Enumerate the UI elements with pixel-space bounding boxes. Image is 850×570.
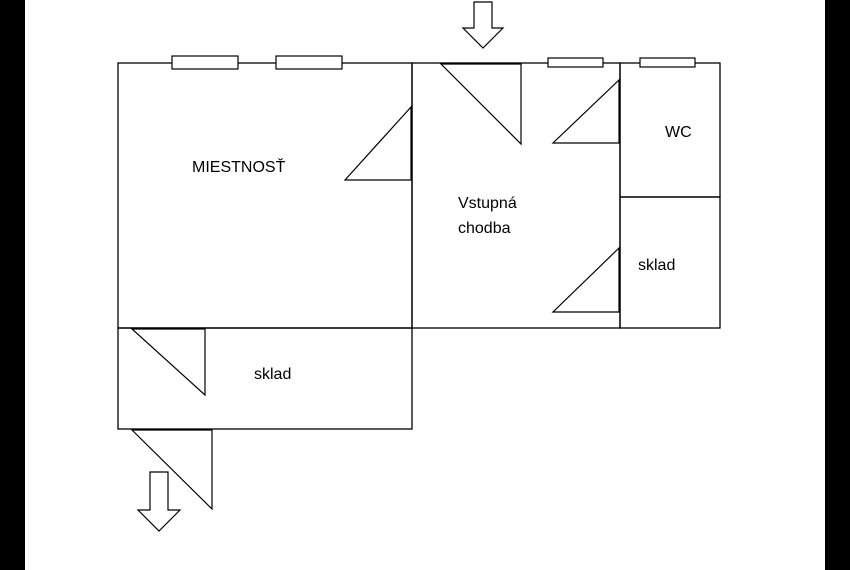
door-swing-icon: [343, 105, 412, 181]
wall-miestnost: [117, 62, 413, 329]
floor-plan-canvas: MIESTNOSŤ Vstupná chodba WC sklad sklad: [25, 0, 825, 570]
window-icon: [171, 55, 239, 70]
doors: [130, 63, 620, 511]
door-swing-icon: [130, 328, 206, 397]
door-swing-icon: [130, 429, 213, 511]
entrance-down-arrow-icon: [461, 1, 505, 49]
door-swing-icon: [439, 63, 522, 146]
door-swing-icon: [551, 246, 620, 313]
room-label-sklad-bottom: sklad: [254, 366, 292, 383]
room-label-wc: WC: [665, 124, 692, 141]
exit-down-arrow-icon: [136, 471, 182, 532]
room-label-miestnost: MIESTNOSŤ: [192, 159, 286, 176]
room-label-chodba-line2: chodba: [458, 220, 511, 237]
room-label-sklad-right: sklad: [638, 257, 676, 274]
window-icon: [639, 57, 696, 68]
wall-sklad-right: [619, 196, 721, 329]
walls: [117, 62, 721, 430]
windows: [171, 55, 696, 70]
room-label-chodba-line1: Vstupná: [458, 195, 517, 212]
arrows: [136, 1, 505, 532]
window-icon: [547, 57, 604, 68]
door-swing-icon: [551, 78, 620, 144]
wall-sklad-bottom: [117, 327, 413, 430]
window-icon: [275, 55, 343, 70]
